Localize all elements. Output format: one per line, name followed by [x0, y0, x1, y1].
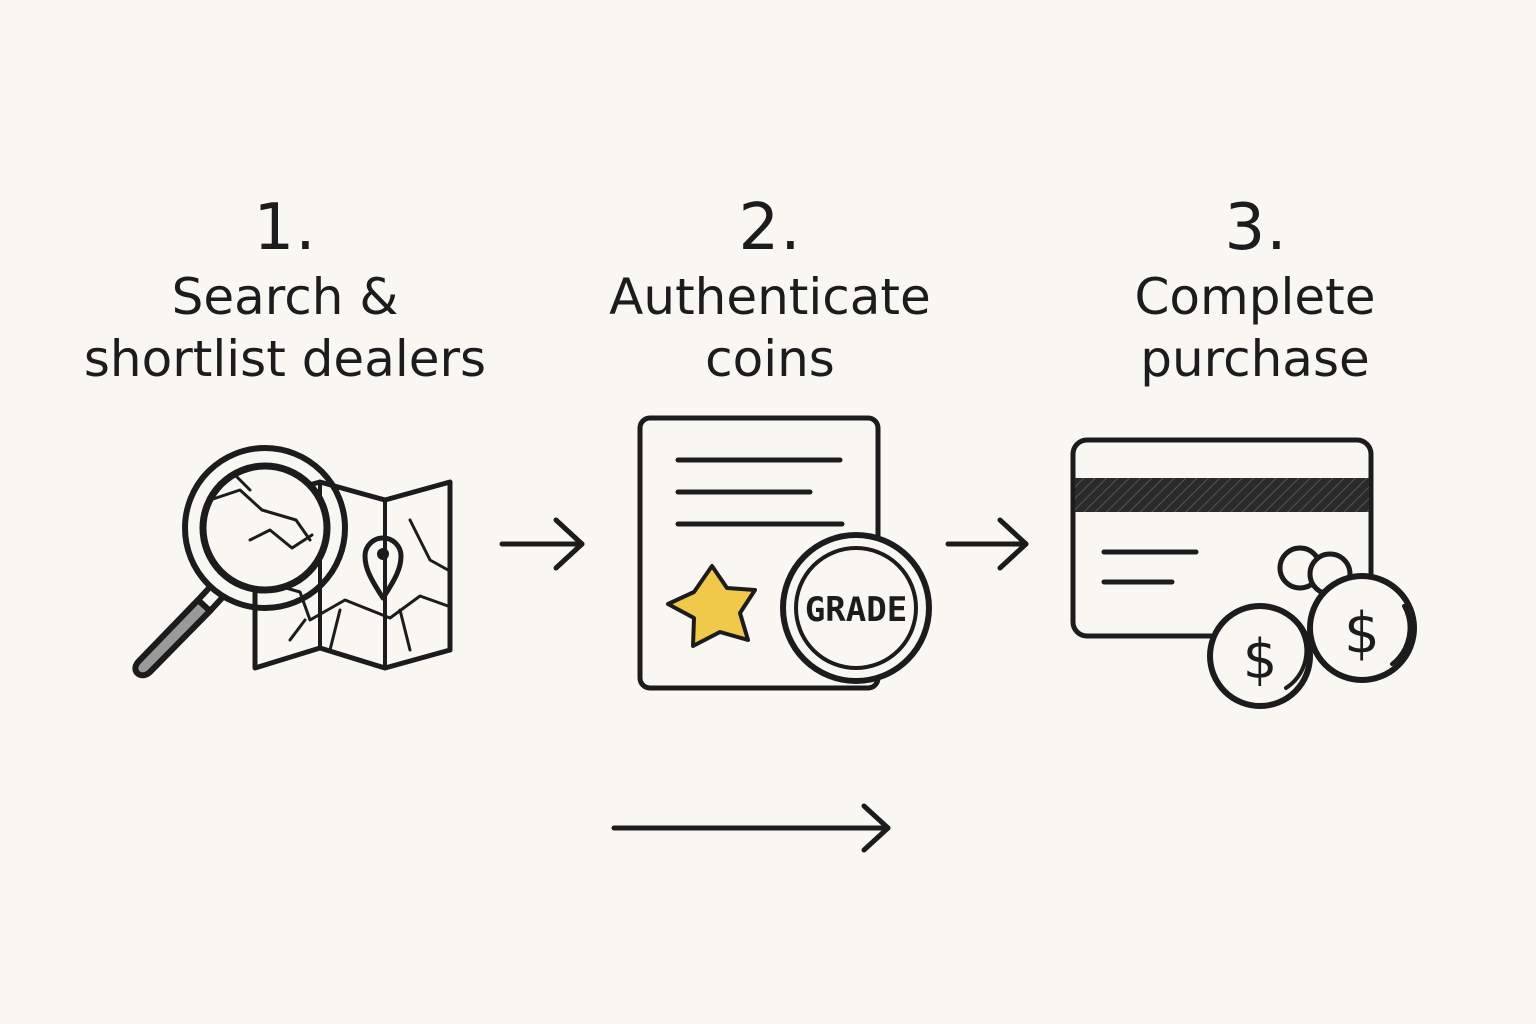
certificate-with-star-seal-and-grade-coin-icon: GRADE: [637, 415, 932, 691]
step-2-label: Authenticate coins: [565, 266, 975, 390]
step-1-number: 1.: [253, 191, 317, 265]
magnifier-icon: [132, 445, 348, 679]
step-3-label: Complete purchase: [1060, 266, 1450, 390]
step-1-label-line-1: Search &: [171, 268, 399, 326]
step-1-label-line-2: shortlist dealers: [83, 330, 487, 388]
location-pin-icon: [362, 535, 404, 601]
coins-icon: $ $: [1207, 545, 1417, 709]
step-3-label-line-1: Complete: [1134, 268, 1376, 326]
map-icon: [252, 479, 453, 671]
arrow-right-icon: [499, 517, 585, 571]
credit-card-with-coins-icon: $ $: [1070, 437, 1417, 709]
dollar-sign-left: $: [1243, 628, 1277, 691]
certificate-icon: [637, 415, 881, 691]
step-2-number: 2.: [738, 191, 802, 265]
arrow-right-icon: [945, 517, 1029, 571]
step-3-number: 3.: [1224, 191, 1288, 265]
magnifier-over-map-with-pin-icon: [132, 445, 453, 679]
step-2-label-line-2: coins: [705, 330, 835, 388]
step-1-label: Search & shortlist dealers: [60, 266, 510, 390]
grade-text: GRADE: [805, 590, 907, 630]
star-seal-icon: [666, 564, 757, 648]
step-2-label-line-1: Authenticate: [609, 268, 931, 326]
step-3-label-line-2: purchase: [1140, 330, 1370, 388]
long-arrow-right-icon: [611, 803, 891, 853]
dollar-sign-right: $: [1344, 601, 1380, 666]
grade-coin-icon: GRADE: [780, 532, 932, 684]
